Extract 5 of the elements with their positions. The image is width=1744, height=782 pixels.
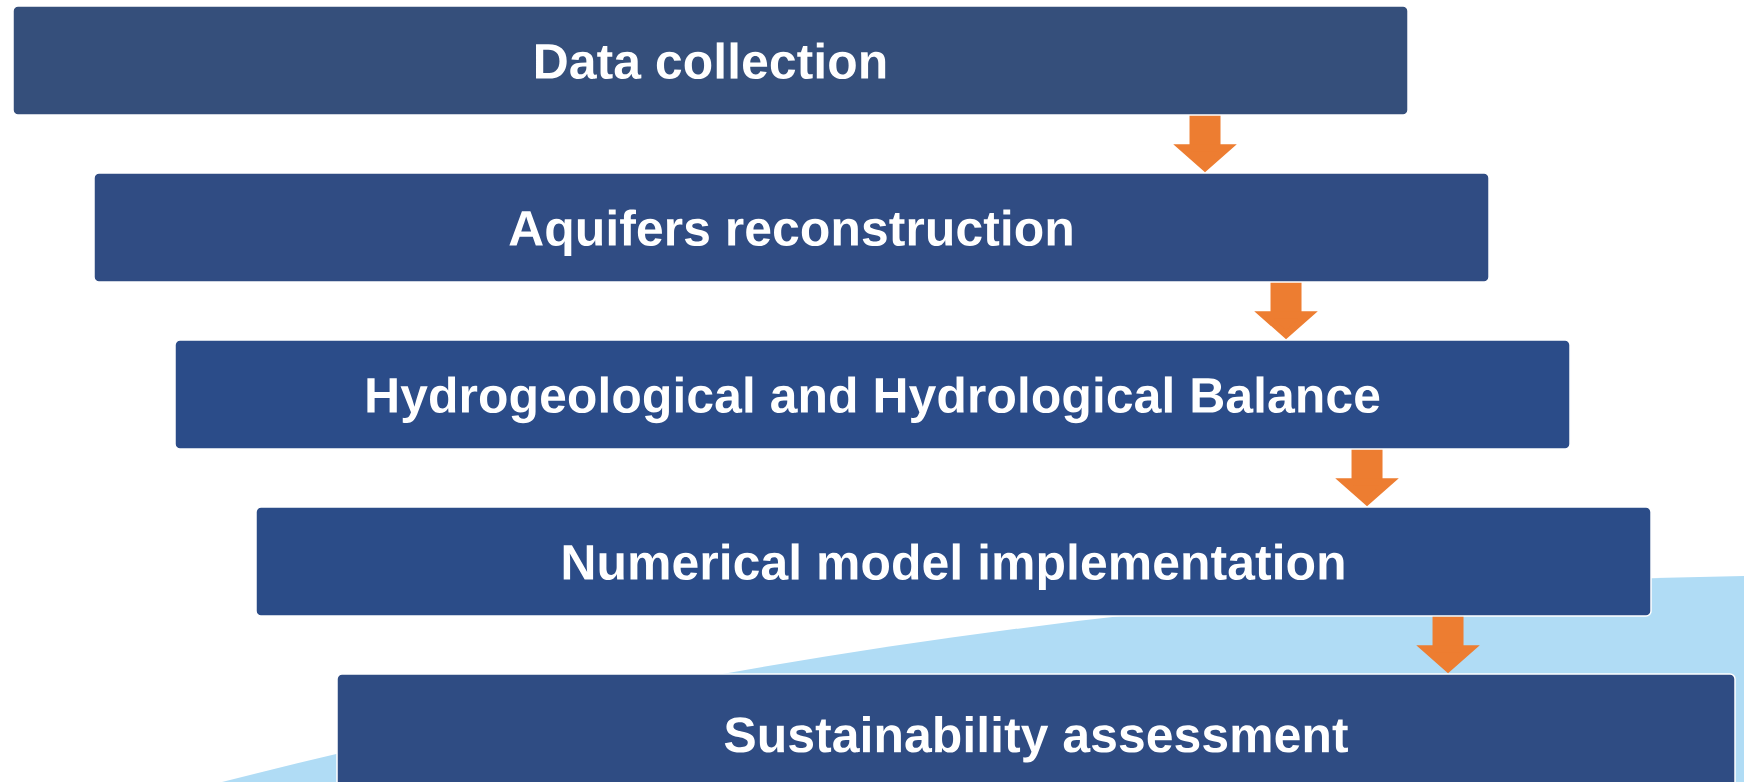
process-box: Data collection <box>12 5 1409 116</box>
process-box: Sustainability assessment <box>336 673 1736 782</box>
process-box: Numerical model implementation <box>255 506 1652 617</box>
process-box: Hydrogeological and Hydrological Balance <box>174 339 1571 450</box>
process-box: Aquifers reconstruction <box>93 172 1490 283</box>
